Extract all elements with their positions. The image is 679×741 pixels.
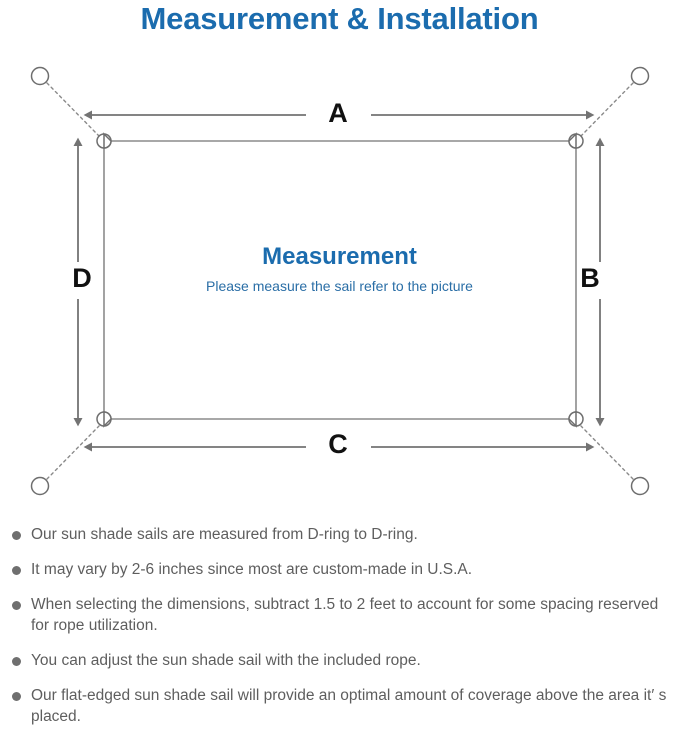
dimension-label-d: D	[72, 263, 92, 293]
sail-diagram	[0, 46, 679, 516]
d-ring-tab-br	[568, 411, 577, 428]
rope-bottom-left	[46, 425, 100, 480]
diagram-center-subtext: Please measure the sail refer to the pic…	[206, 278, 473, 294]
list-item: You can adjust the sun shade sail with t…	[0, 650, 679, 671]
anchor-top-left-icon	[30, 66, 50, 86]
d-ring-tab-tr	[568, 132, 577, 149]
bullet-icon	[12, 692, 21, 701]
list-item: Our sun shade sails are measured from D-…	[0, 524, 679, 545]
note-text: Our sun shade sails are measured from D-…	[31, 526, 418, 543]
rope-top-left	[46, 82, 100, 137]
anchor-bottom-left-icon	[30, 476, 50, 496]
list-item: Our flat-edged sun shade sail will provi…	[0, 685, 679, 727]
list-item: When selecting the dimensions, subtract …	[0, 594, 679, 636]
sail-diagram-svg	[30, 66, 650, 496]
d-ring-tab-tl	[103, 132, 112, 149]
dimension-arrows	[73, 110, 605, 452]
list-item: It may vary by 2-6 inches since most are…	[0, 559, 679, 580]
diagram-center-heading: Measurement	[262, 243, 417, 270]
dimension-label-a: A	[328, 98, 348, 128]
note-text: When selecting the dimensions, subtract …	[31, 596, 659, 634]
rope-top-right	[580, 82, 634, 137]
bullet-icon	[12, 531, 21, 540]
dimension-label-c: C	[328, 429, 348, 459]
anchor-rings	[30, 66, 650, 496]
rope-bottom-right	[580, 425, 634, 480]
note-text: It may vary by 2-6 inches since most are…	[31, 561, 473, 578]
bullet-icon	[12, 657, 21, 666]
bullet-icon	[12, 566, 21, 575]
bullet-icon	[12, 601, 21, 610]
sail-outline	[103, 140, 577, 420]
notes-list: Our sun shade sails are measured from D-…	[0, 524, 679, 741]
note-text: You can adjust the sun shade sail with t…	[31, 652, 421, 669]
page-title: Measurement & Installation	[140, 1, 539, 36]
dimension-label-b: B	[580, 263, 600, 293]
anchor-bottom-right-icon	[630, 476, 650, 496]
anchor-top-right-icon	[630, 66, 650, 86]
d-ring-tabs	[103, 132, 577, 428]
note-text: Our flat-edged sun shade sail will provi…	[31, 687, 667, 725]
d-ring-tab-bl	[103, 411, 112, 428]
rope-lines	[46, 82, 634, 480]
